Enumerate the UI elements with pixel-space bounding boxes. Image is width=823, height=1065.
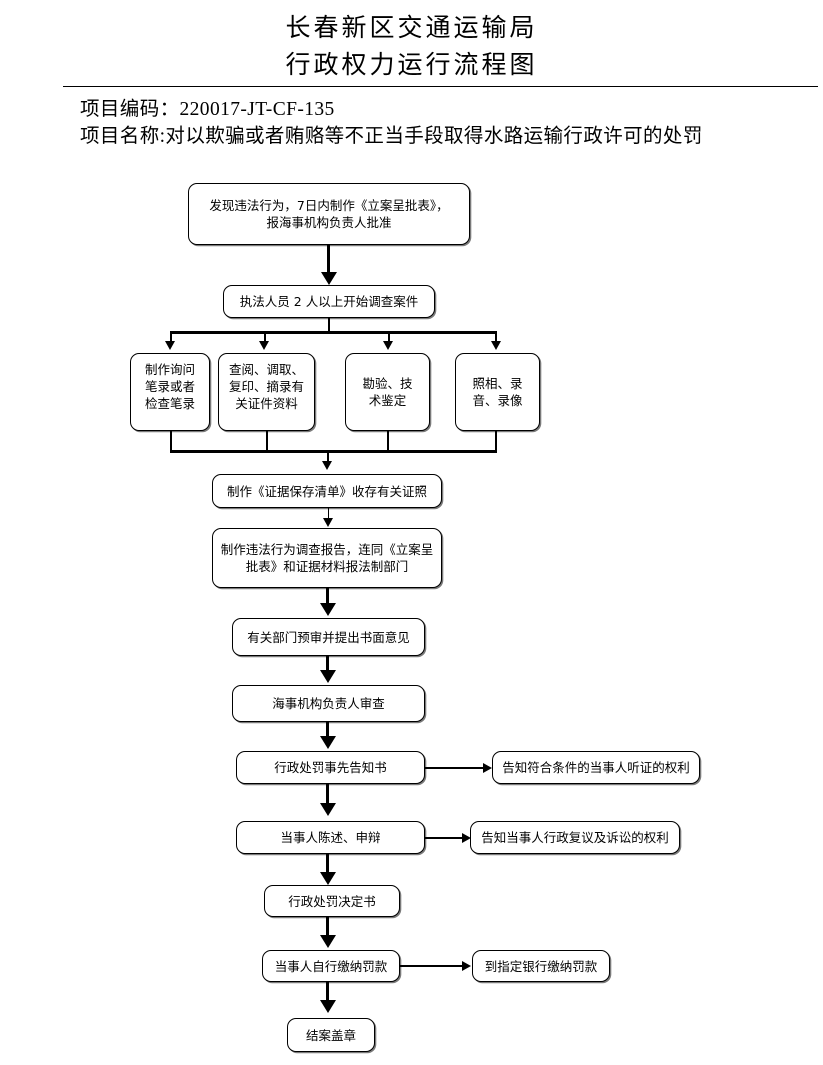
split-drop-2 xyxy=(264,331,266,344)
flow-node-prior-notice[interactable]: 行政处罚事先告知书 xyxy=(236,751,425,784)
flow-node-line: 报海事机构负责人批准 xyxy=(266,215,392,230)
flow-node-label: 行政处罚决定书 xyxy=(288,893,376,909)
flow-node-line: 制作询问 xyxy=(144,362,195,377)
arrowhead-n6-n7 xyxy=(319,736,336,749)
merge-riser-1 xyxy=(170,431,172,452)
arrowhead-branch-2 xyxy=(259,341,270,350)
connector-n7-right xyxy=(425,767,484,769)
connector-n9-n10 xyxy=(326,917,330,937)
document-title: 行政权力运行流程图 xyxy=(285,52,538,79)
arrowhead-branch-4 xyxy=(490,341,501,350)
flow-node-label: 告知当事人行政复议及诉讼的权利 xyxy=(481,830,669,845)
connector-n6-n7 xyxy=(326,722,330,738)
flow-node-maritime-head-review[interactable]: 海事机构负责人审查 xyxy=(232,685,425,722)
flow-node-label: 告知符合条件的当事人听证的权利 xyxy=(502,760,690,775)
connector-n3-n4 xyxy=(327,508,330,520)
flow-node-pay-at-bank[interactable]: 到指定银行缴纳罚款 xyxy=(472,950,610,982)
connector-n10-right xyxy=(400,965,463,967)
flow-node-evidence-list[interactable]: 制作《证据保存清单》收存有关证照 xyxy=(212,474,442,508)
arrowhead-branch-1 xyxy=(165,341,176,350)
connector-n2-split xyxy=(328,318,330,332)
merge-riser-2 xyxy=(266,431,268,452)
flow-node-label: 结案盖章 xyxy=(305,1027,356,1043)
arrowhead-n5-n6 xyxy=(319,670,336,683)
project-name: 项目名称:对以欺骗或者贿赂等不正当手段取得水路运输行政许可的处罚 xyxy=(80,126,703,147)
arrowhead-n8-n9 xyxy=(319,872,336,885)
arrowhead-n7-n8 xyxy=(319,803,336,816)
merge-bar xyxy=(170,450,497,454)
arrowhead-n7-right xyxy=(483,762,492,773)
flow-node-investigation-report[interactable]: 制作违法行为调查报告，连同《立案呈 批表》和证据材料报法制部门 xyxy=(212,528,442,588)
merge-riser-3 xyxy=(387,431,389,452)
flow-node-label: 当事人自行缴纳罚款 xyxy=(274,958,388,974)
flow-node-line: 勘验、技 xyxy=(362,376,413,391)
flow-node-report-violation[interactable]: 发现违法行为，7日内制作《立案呈批表》， 报海事机构负责人批准 xyxy=(188,183,470,245)
arrowhead-branch-3 xyxy=(383,341,394,350)
merge-riser-4 xyxy=(495,431,497,452)
flow-node-label: 有关部门预审并提出书面意见 xyxy=(247,629,410,645)
connector-n7-n8 xyxy=(326,784,330,805)
flow-node-line: 术鉴定 xyxy=(368,393,407,408)
arrowhead-merge xyxy=(322,461,333,470)
flow-node-penalty-decision[interactable]: 行政处罚决定书 xyxy=(264,885,400,917)
header-divider xyxy=(63,86,818,87)
flow-node-photo-audio-video[interactable]: 照相、录 音、录像 xyxy=(455,353,540,431)
arrowhead-n4-n5 xyxy=(319,603,336,616)
arrowhead-n9-n10 xyxy=(319,935,336,948)
flow-node-party-pays-fine[interactable]: 当事人自行缴纳罚款 xyxy=(262,950,400,982)
flow-node-line: 音、录像 xyxy=(472,393,523,408)
flow-node-line: 笔录或者 xyxy=(144,379,195,394)
connector-n1-n2 xyxy=(327,245,331,277)
flow-node-line: 照相、录 xyxy=(472,376,523,391)
connector-n5-n6 xyxy=(326,656,330,672)
flow-node-label: 行政处罚事先告知书 xyxy=(274,760,387,775)
flow-node-label: 当事人陈述、申辩 xyxy=(280,830,381,845)
project-code: 项目编码：220017-JT-CF-135 xyxy=(80,99,335,120)
flow-node-line: 关证件资料 xyxy=(235,396,298,411)
flow-node-line: 查阅、调取、 xyxy=(228,362,304,377)
arrowhead-n3-n4 xyxy=(322,518,333,527)
arrowhead-n10-right xyxy=(462,960,471,971)
flow-node-inspection-appraisal[interactable]: 勘验、技 术鉴定 xyxy=(345,353,430,431)
flow-node-label: 海事机构负责人审查 xyxy=(272,696,385,711)
connector-n4-n5 xyxy=(326,588,330,606)
flow-node-hearing-rights-notice[interactable]: 告知符合条件的当事人听证的权利 xyxy=(492,751,700,784)
split-bar-top xyxy=(170,331,497,335)
flow-node-collect-documents[interactable]: 查阅、调取、 复印、摘录有 关证件资料 xyxy=(218,353,315,431)
flow-node-case-closed-seal[interactable]: 结案盖章 xyxy=(287,1018,375,1052)
flow-node-label: 执法人员 2 人以上开始调查案件 xyxy=(239,294,419,309)
connector-n10-n11 xyxy=(326,982,330,1002)
flow-node-line: 检查笔录 xyxy=(144,396,195,411)
split-drop-3 xyxy=(388,331,390,344)
arrowhead-n8-right xyxy=(462,832,471,843)
flow-node-line: 发现违法行为，7日内制作《立案呈批表》， xyxy=(209,198,449,213)
connector-n8-n9 xyxy=(326,854,330,874)
flow-node-line: 制作违法行为调查报告，连同《立案呈 xyxy=(220,542,434,557)
connector-n8-right xyxy=(425,837,463,839)
flow-node-line: 复印、摘录有 xyxy=(228,379,304,394)
flow-node-label: 制作《证据保存清单》收存有关证照 xyxy=(226,483,427,499)
flow-node-start-investigation[interactable]: 执法人员 2 人以上开始调查案件 xyxy=(223,285,435,318)
split-drop-4 xyxy=(495,331,497,344)
split-drop-1 xyxy=(170,331,172,344)
flow-node-interrogation-record[interactable]: 制作询问 笔录或者 检查笔录 xyxy=(130,353,210,431)
arrowhead-n1-n2 xyxy=(320,272,337,285)
flow-node-party-statement[interactable]: 当事人陈述、申辩 xyxy=(236,821,425,854)
flow-node-label: 到指定银行缴纳罚款 xyxy=(484,958,598,974)
flow-node-preliminary-review[interactable]: 有关部门预审并提出书面意见 xyxy=(232,618,425,656)
merge-stem xyxy=(327,450,329,463)
organization-title: 长春新区交通运输局 xyxy=(285,15,538,42)
flow-node-line: 批表》和证据材料报法制部门 xyxy=(245,559,409,574)
flow-node-review-litigation-rights-notice[interactable]: 告知当事人行政复议及诉讼的权利 xyxy=(470,821,680,854)
arrowhead-n10-n11 xyxy=(319,1000,336,1013)
